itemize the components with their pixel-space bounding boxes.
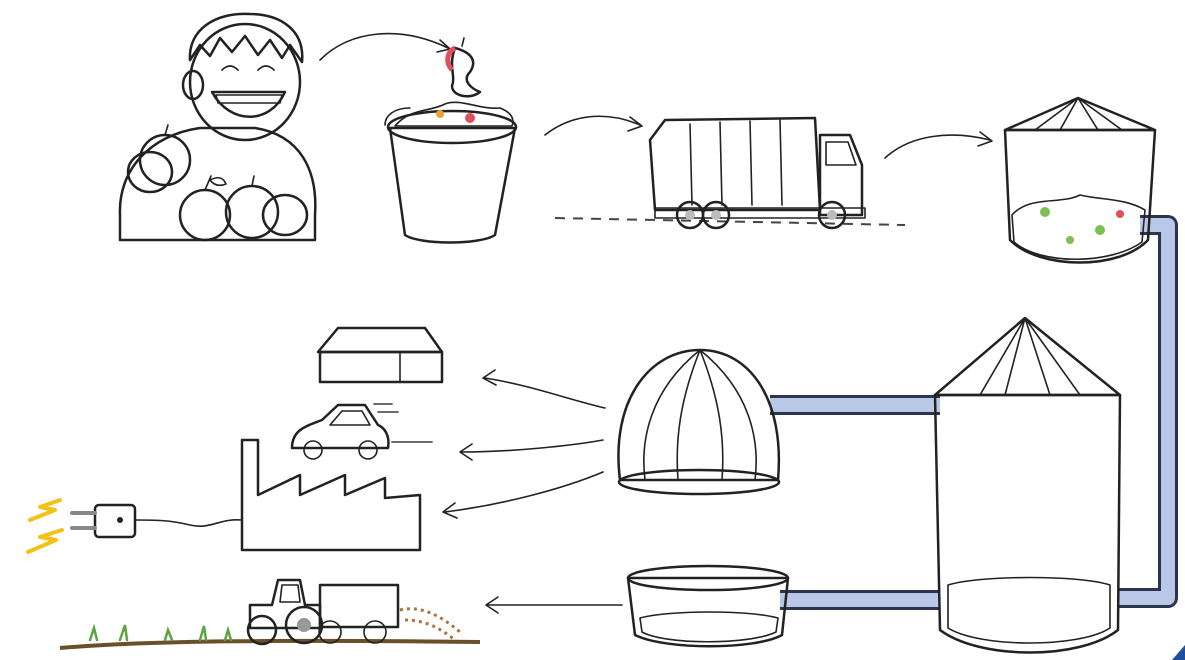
house-icon [318, 328, 442, 382]
receiving-tank-icon [1005, 98, 1155, 263]
flow-arrow [485, 378, 605, 408]
gas-holder-dome-icon [618, 350, 779, 494]
flow-arrow [545, 116, 640, 135]
flow-arrow [445, 472, 603, 512]
flow-arrow [462, 440, 603, 452]
apple-icon [140, 125, 190, 185]
flow-arrow [885, 135, 990, 158]
garbage-truck-icon [555, 118, 905, 228]
factory-icon [242, 440, 420, 550]
arrowhead [628, 117, 642, 131]
power-cable [135, 520, 242, 526]
tractor-spreader-icon [60, 580, 480, 648]
arrowhead [483, 370, 496, 385]
electric-plug-icon [28, 500, 135, 552]
digestate-tank-icon [628, 566, 788, 646]
corner-accent [1172, 645, 1185, 660]
apple-core-icon [448, 38, 480, 96]
apple-icon [180, 176, 230, 240]
digester-tank-icon [935, 318, 1120, 653]
boy-with-apples-icon [120, 14, 315, 240]
car-icon [292, 404, 432, 459]
food-waste-bucket-icon [385, 102, 516, 242]
flow-arrow [320, 34, 448, 60]
pipe-network [770, 225, 1168, 600]
